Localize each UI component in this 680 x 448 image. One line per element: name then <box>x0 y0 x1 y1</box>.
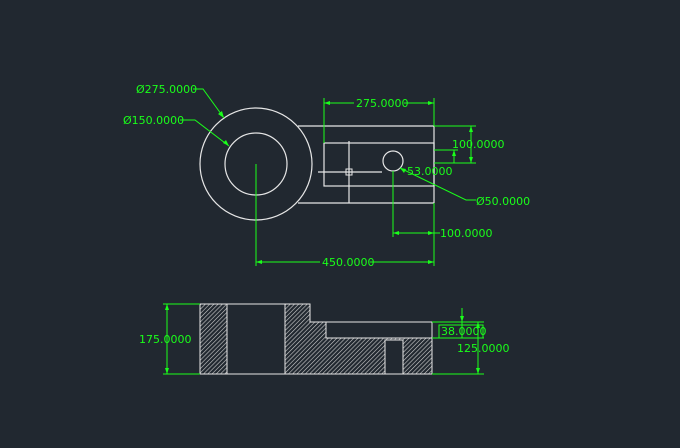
section-bore[interactable] <box>226 303 286 375</box>
section-slot[interactable] <box>384 339 404 375</box>
dim-vertical-53[interactable]: 53.0000 <box>407 165 453 178</box>
dim-length-275[interactable]: 275.0000 <box>356 97 409 110</box>
section-view <box>199 303 433 375</box>
dim-height-125[interactable]: 125.0000 <box>457 342 510 355</box>
dim-horizontal-100[interactable]: 100.0000 <box>440 227 493 240</box>
dim-slot-diameter[interactable]: Ø50.0000 <box>476 195 530 208</box>
crosshair-cursor <box>318 141 382 203</box>
dim-height-175[interactable]: 175.0000 <box>139 333 192 346</box>
slot-outline[interactable] <box>323 142 435 187</box>
dim-vertical-100[interactable]: 100.0000 <box>452 138 505 151</box>
top-view-dimensions: Ø275.0000 Ø150.0000 275.0000 100.0000 53… <box>123 83 530 269</box>
dim-length-450[interactable]: 450.0000 <box>322 256 375 269</box>
top-view <box>199 107 435 221</box>
dim-height-38[interactable]: 38.0000 <box>441 325 487 338</box>
dim-outer-diameter[interactable]: Ø275.0000 <box>136 83 197 96</box>
dim-inner-diameter[interactable]: Ø150.0000 <box>123 114 184 127</box>
section-dimensions: 175.0000 38.0000 125.0000 <box>139 303 510 375</box>
